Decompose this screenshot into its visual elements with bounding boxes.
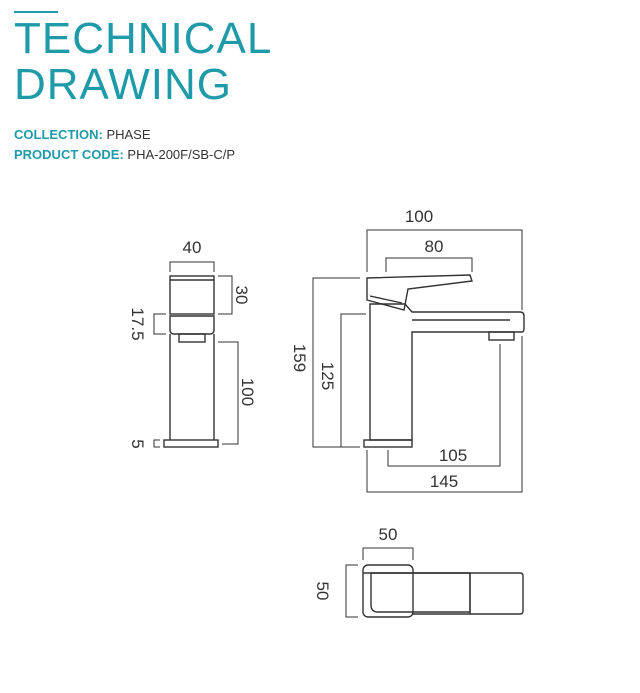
top-view bbox=[362, 564, 524, 618]
product-code-label: PRODUCT CODE: bbox=[14, 147, 124, 162]
dim-top-depth: 50 bbox=[313, 582, 332, 601]
dim-front-handle-height: 30 bbox=[232, 286, 251, 305]
dim-front-body-height: 100 bbox=[238, 378, 257, 406]
top-dimension-lines bbox=[345, 547, 414, 618]
top-depth-bracket bbox=[345, 564, 358, 618]
dim-front-base: 5 bbox=[128, 439, 147, 448]
dim-front-gap: 17.5 bbox=[128, 307, 147, 340]
side-body-spout bbox=[369, 303, 525, 441]
side-dimension-lines bbox=[312, 229, 523, 493]
collection-value: PHASE bbox=[106, 127, 151, 142]
top-body bbox=[362, 564, 414, 618]
front-base bbox=[163, 439, 219, 448]
front-handle-bracket bbox=[218, 275, 233, 315]
dim-side-overall-width: 100 bbox=[405, 207, 433, 226]
dim-side-spout-height: 125 bbox=[318, 362, 337, 390]
front-body-bracket bbox=[218, 341, 239, 445]
side-overall-height-bracket bbox=[312, 277, 360, 448]
front-dimension-lines bbox=[153, 261, 239, 448]
dim-side-handle-length: 80 bbox=[425, 237, 444, 256]
side-overall-depth-bracket bbox=[366, 336, 523, 493]
side-overall-width-bracket bbox=[366, 229, 523, 310]
side-lever bbox=[366, 274, 473, 311]
title-line-1: TECHNICAL bbox=[14, 14, 273, 63]
front-gap-bracket bbox=[153, 313, 166, 335]
dim-side-overall-depth: 145 bbox=[430, 472, 458, 491]
front-base-bracket bbox=[153, 439, 160, 448]
dim-top-width: 50 bbox=[379, 525, 398, 544]
accent-rule bbox=[14, 11, 58, 13]
front-view bbox=[163, 275, 219, 448]
side-spout-height-bracket bbox=[340, 313, 366, 448]
side-spout-reach-bracket bbox=[387, 344, 501, 467]
product-code-line: PRODUCT CODE: PHA-200F/SB-C/P bbox=[14, 147, 235, 163]
front-body-cap bbox=[169, 315, 215, 335]
front-width-bracket bbox=[169, 261, 215, 272]
top-width-bracket bbox=[362, 547, 414, 560]
side-view bbox=[363, 274, 525, 448]
product-code-value: PHA-200F/SB-C/P bbox=[127, 147, 236, 162]
side-base bbox=[363, 439, 413, 448]
collection-label: COLLECTION: bbox=[14, 127, 103, 142]
collection-line: COLLECTION: PHASE bbox=[14, 127, 151, 143]
page-title: TECHNICAL DRAWING bbox=[14, 16, 272, 108]
side-handle-length-bracket bbox=[385, 257, 473, 272]
title-line-2: DRAWING bbox=[14, 60, 233, 109]
dim-front-width: 40 bbox=[183, 238, 202, 257]
side-lever-inner bbox=[369, 295, 403, 304]
front-aerator bbox=[178, 333, 206, 343]
side-aerator bbox=[488, 331, 515, 341]
dim-side-spout-reach: 105 bbox=[439, 446, 467, 465]
dim-side-overall-height: 159 bbox=[290, 344, 309, 372]
front-handle bbox=[169, 275, 215, 315]
top-lever-inner bbox=[370, 572, 471, 613]
top-spout bbox=[363, 572, 524, 615]
